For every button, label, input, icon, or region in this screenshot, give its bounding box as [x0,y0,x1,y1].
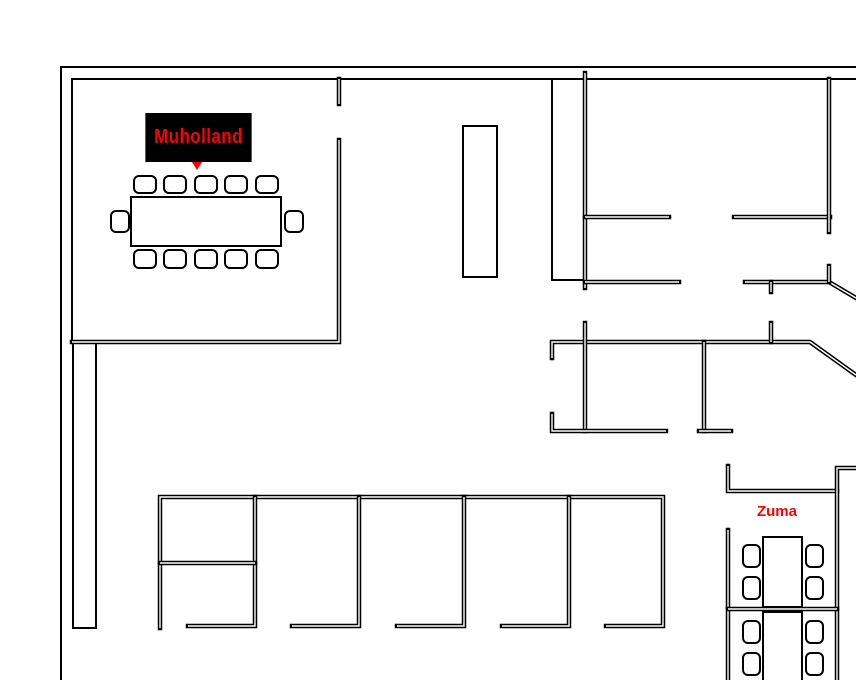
wall [397,497,465,627]
chair [163,175,187,194]
wall [72,140,340,343]
wall [69,137,342,345]
chair [133,249,157,269]
upper-counter [551,78,586,281]
zuma-furniture [742,536,824,680]
room-name: Muholland [154,126,243,148]
chair [224,249,248,269]
wall [394,494,467,629]
wall [836,467,856,680]
wall [502,497,570,627]
wall [727,466,837,492]
wall [551,414,666,432]
chair [805,544,824,568]
chair [742,620,761,644]
wall [188,497,256,627]
wall [725,463,840,494]
left-counter [72,342,97,629]
chair [194,175,218,194]
walls [69,70,856,680]
conference-table [762,536,803,608]
chair [284,210,304,233]
muholland-furniture [110,159,304,269]
wall [159,496,664,628]
wall [742,279,856,301]
conference-table [130,196,282,247]
chair [255,175,279,194]
building-outline [60,66,856,680]
chair [742,576,761,600]
chair [742,652,761,676]
chair [133,175,157,194]
center-counter [462,125,498,278]
wall [292,497,360,627]
chair [255,249,279,269]
chair [805,576,824,600]
wall [289,494,362,629]
room-label-muholland[interactable]: Muholland [145,113,252,162]
wall [549,411,669,434]
chair [194,249,218,269]
chair [163,249,187,269]
chair [805,620,824,644]
conference-table [762,611,803,680]
chair [224,175,248,194]
room-label-zuma[interactable]: Zuma [756,503,797,520]
chair [110,210,130,233]
wall [551,341,856,376]
wall [499,494,572,629]
chair [805,652,824,676]
chair [742,544,761,568]
wall [834,465,856,680]
